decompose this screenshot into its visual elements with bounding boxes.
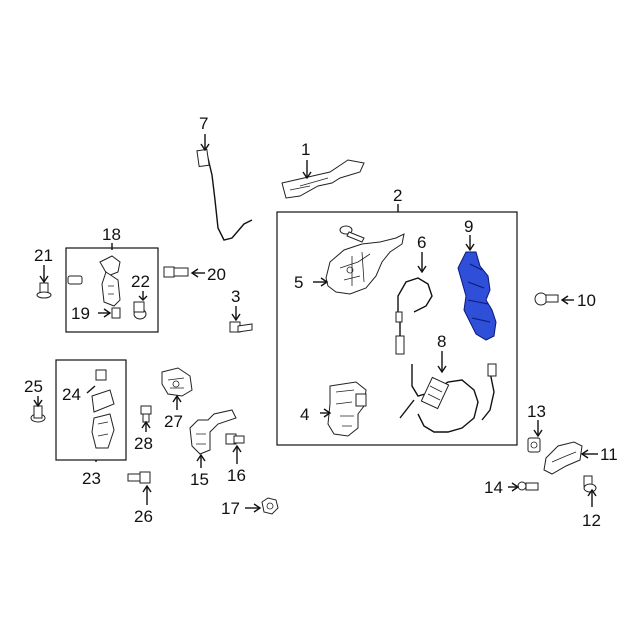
callout-6: 6 [417, 233, 426, 252]
part-20-bolt [163, 266, 189, 278]
callout-14: 14 [484, 478, 503, 497]
callout-26: 26 [134, 507, 153, 526]
assembly-box-23 [55, 359, 127, 461]
callout-2: 2 [393, 186, 402, 205]
callout-13: 13 [527, 402, 546, 421]
callout-11: 11 [600, 445, 618, 464]
callout-16: 16 [227, 466, 246, 485]
part-6-cable [395, 277, 433, 355]
callout-22: 22 [131, 272, 150, 291]
callout-3: 3 [231, 287, 240, 306]
callout-24: 24 [62, 385, 81, 404]
callout-20: 20 [207, 265, 226, 284]
part-9-actuator-highlighted [457, 251, 497, 341]
callout-8: 8 [437, 332, 446, 351]
part-25-bolt [30, 405, 46, 423]
callout-23: 23 [82, 469, 101, 488]
callout-9: 9 [464, 217, 473, 236]
callout-12: 12 [582, 511, 601, 530]
part-1-bracket [281, 159, 365, 199]
callout-15: 15 [190, 470, 209, 489]
callout-1: 1 [301, 140, 310, 159]
callout-10: 10 [577, 291, 596, 310]
part-23-hinge-parts [91, 369, 115, 449]
part-15-hinge [189, 409, 237, 455]
callout-19: 19 [71, 304, 90, 323]
part-21-bolt [36, 282, 52, 299]
callout-25: 25 [24, 377, 43, 396]
callout-7: 7 [199, 114, 208, 133]
part-26-bolt [127, 471, 151, 484]
part-5-handle-base [325, 233, 405, 295]
assembly-box-2 [276, 211, 518, 446]
part-3-bolt [229, 321, 253, 333]
part-12-bolt [583, 475, 597, 493]
part-17-nut [261, 497, 279, 515]
part-27-bracket [161, 367, 193, 397]
callout-21: 21 [34, 246, 53, 265]
part-14-screw [517, 481, 539, 491]
part-18-hinge-parts [67, 255, 147, 320]
part-10-bolt [534, 292, 559, 306]
callout-28: 28 [134, 434, 153, 453]
callout-labels: 1 2 3 4 5 6 7 8 9 10 11 12 13 14 15 16 1… [24, 114, 618, 530]
callout-18: 18 [102, 225, 121, 244]
callout-4: 4 [300, 405, 309, 424]
part-8-cable-assembly [399, 363, 497, 433]
part-16-bolt [225, 433, 245, 445]
part-28-bolt [140, 405, 152, 423]
callout-17: 17 [221, 499, 240, 518]
part-13-clip [527, 437, 541, 453]
screw-near-5 [339, 225, 365, 243]
leader-lines [33, 134, 598, 513]
part-7-rod [196, 148, 253, 241]
callout-5: 5 [294, 273, 303, 292]
callout-27: 27 [164, 412, 183, 431]
part-4-latch [327, 381, 367, 437]
part-11-handle [543, 441, 583, 475]
